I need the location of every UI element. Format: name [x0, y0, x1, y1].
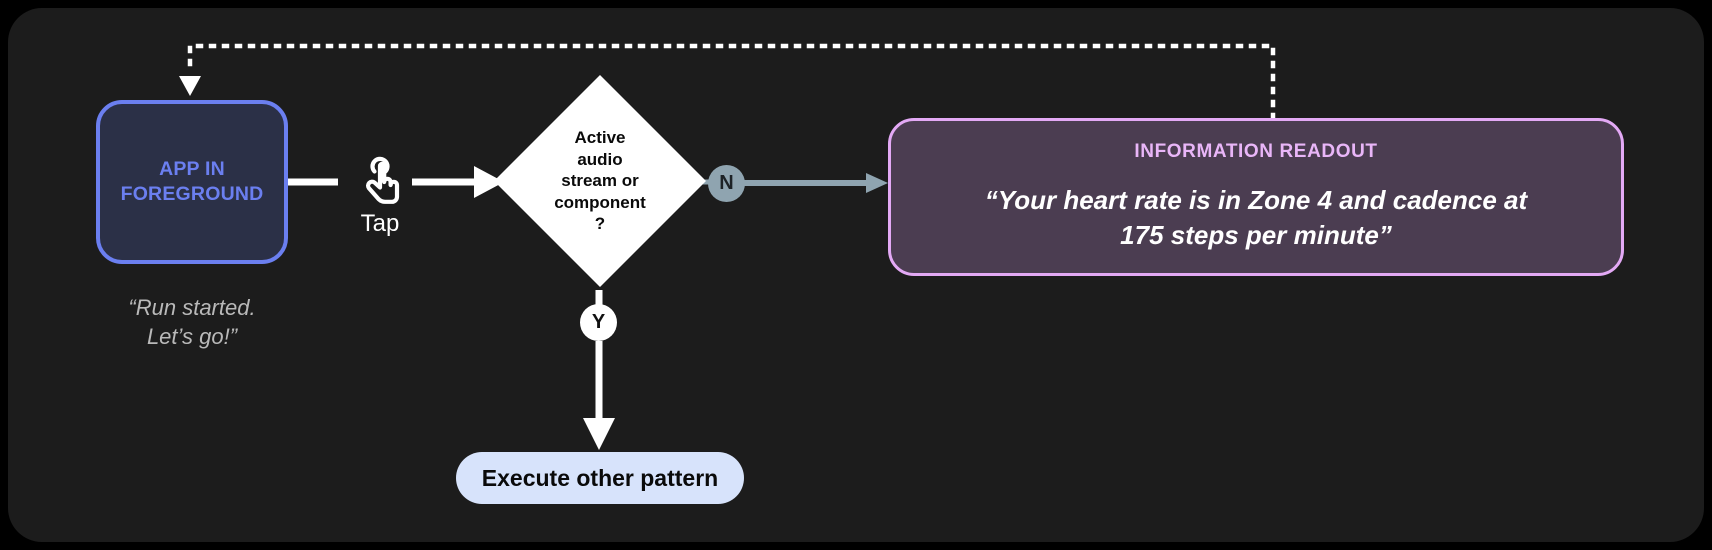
- readout-body: “Your heart rate is in Zone 4 and cadenc…: [936, 183, 1576, 253]
- app-caption-line-2: Let’s go!”: [146, 324, 238, 350]
- tap-gesture-label: Tap: [360, 210, 400, 237]
- readout-body-line-2: 175 steps per minute”: [1120, 220, 1392, 250]
- branch-badge-no-label: N: [719, 172, 734, 194]
- node-information-readout[interactable]: INFORMATION READOUT “Your heart rate is …: [888, 118, 1624, 276]
- connector-feedback-dotted: [179, 43, 1276, 121]
- decision-line-5: ?: [594, 214, 606, 234]
- diagram-stage: APP IN FOREGROUND “Run started. Let’s go…: [8, 8, 1704, 542]
- gesture-tap: Tap: [344, 154, 416, 254]
- node-execute-other-pattern[interactable]: Execute other pattern: [456, 452, 744, 504]
- decision-line-4: component: [554, 192, 646, 212]
- readout-body-line-1: “Your heart rate is in Zone 4 and cadenc…: [984, 185, 1528, 216]
- app-in-foreground-caption: “Run started. Let’s go!”: [78, 293, 306, 352]
- branch-badge-no: N: [708, 165, 745, 202]
- tap-gesture-icon: [366, 156, 400, 204]
- diamond-shape: [494, 75, 706, 287]
- app-in-foreground-label: APP IN FOREGROUND: [121, 157, 264, 207]
- app-label-line-2: FOREGROUND: [120, 183, 264, 205]
- branch-badge-yes: Y: [580, 304, 617, 341]
- node-decision-audio-stream[interactable]: Active audio stream or component ?: [492, 73, 708, 289]
- app-caption-line-1: “Run started.: [128, 295, 256, 320]
- app-label-line-1: APP IN: [159, 158, 225, 181]
- decision-label: Active audio stream or component ?: [532, 123, 668, 239]
- connector-yes-to-pill: [583, 341, 615, 450]
- decision-line-2: audio: [577, 149, 623, 169]
- decision-line-1: Active: [574, 128, 626, 148]
- node-app-in-foreground[interactable]: APP IN FOREGROUND: [96, 100, 288, 264]
- branch-badge-yes-label: Y: [591, 311, 606, 333]
- connector-no-to-readout: [744, 173, 888, 193]
- decision-line-3: stream or: [561, 171, 639, 191]
- connector-tap-to-decision: [412, 166, 504, 198]
- readout-title: INFORMATION READOUT: [1134, 141, 1378, 163]
- execute-other-pattern-label: Execute other pattern: [481, 464, 719, 491]
